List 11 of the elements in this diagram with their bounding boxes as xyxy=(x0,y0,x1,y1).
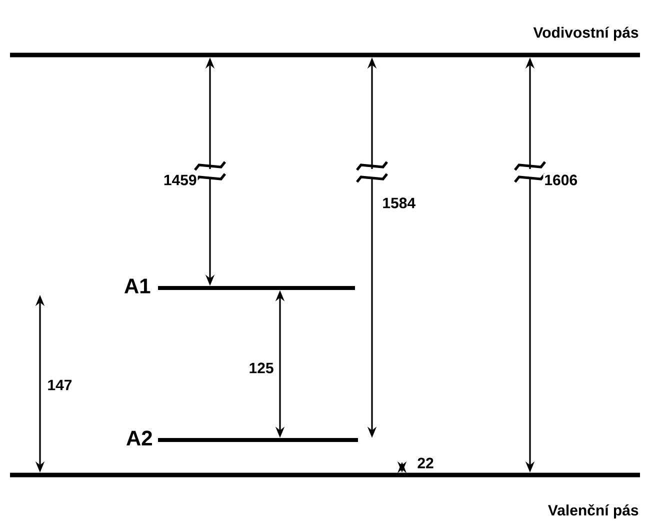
edge-label: 22 xyxy=(418,458,434,468)
edge-label: 1584 xyxy=(383,198,416,208)
arrow xyxy=(397,461,407,474)
edge-label: 125 xyxy=(250,362,274,374)
level-line: Valenční pás xyxy=(10,472,640,518)
edge-label: 1459 xyxy=(164,174,196,186)
edge-label: 1606 xyxy=(545,174,578,186)
level-line: Vodivostní pás xyxy=(10,26,640,58)
level-line: A2 xyxy=(126,430,358,446)
level-line: A1 xyxy=(124,278,355,294)
edge-label: 147 xyxy=(48,380,72,390)
